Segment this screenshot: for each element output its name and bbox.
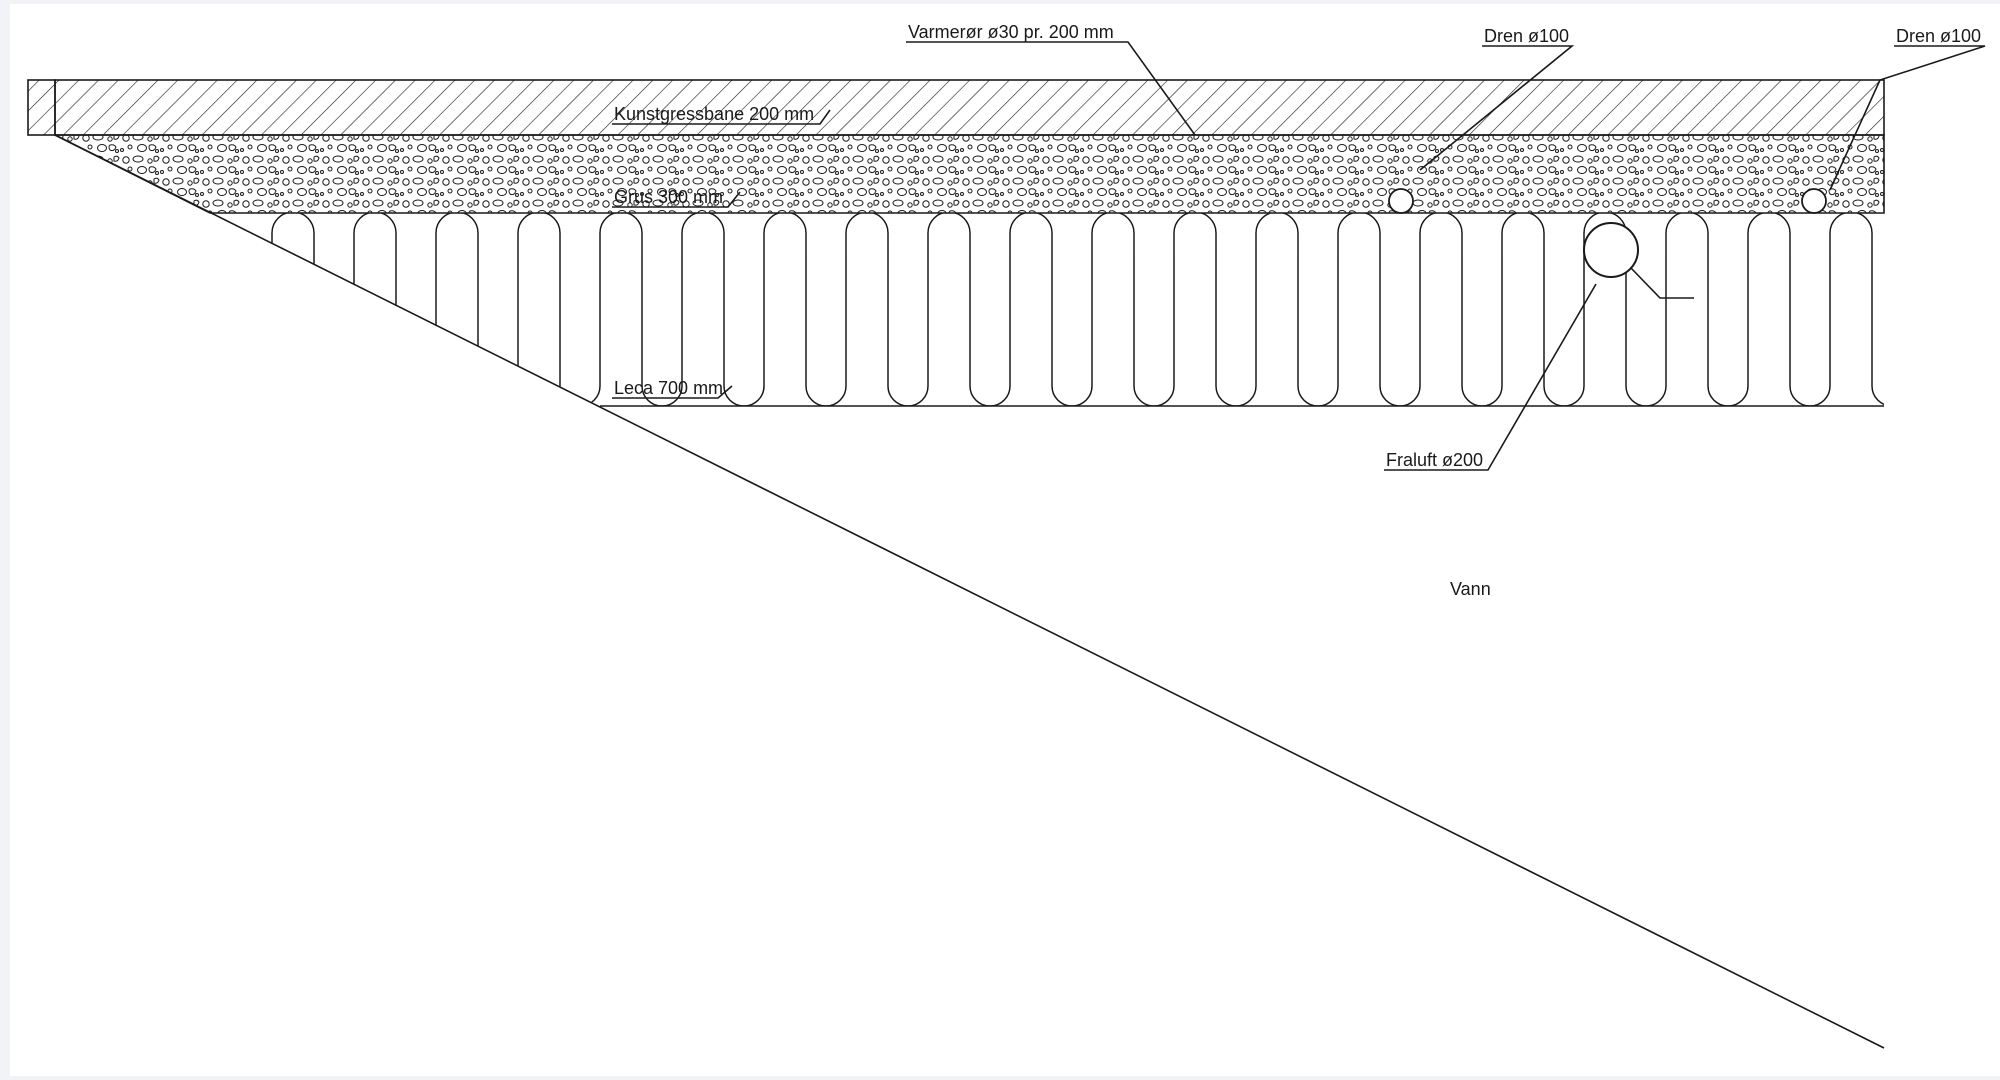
slope-line — [54, 134, 1885, 1049]
leader-lines — [612, 41, 1986, 471]
water-label: Vann — [1450, 579, 1491, 599]
drain-label-2: Dren ø100 — [1896, 26, 1981, 46]
gravel-layer — [54, 134, 1885, 214]
leca-label: Leca 700 mm — [614, 378, 723, 398]
exhaust-pipe-outlet — [1630, 267, 1694, 299]
drain-pipe-1 — [1388, 188, 1414, 214]
drain-label-1: Dren ø100 — [1484, 26, 1569, 46]
heating-pipe-loops — [231, 213, 1884, 406]
gravel-label: Grus 300 mm — [614, 187, 723, 207]
heating-pipe-serpentine — [231, 213, 1884, 406]
turf-layer — [54, 79, 1885, 136]
heating-pipe-label: Varmerør ø30 pr. 200 mm — [908, 22, 1114, 42]
turf-label: Kunstgressbane 200 mm — [614, 104, 814, 124]
exhaust-pipe — [1583, 222, 1639, 278]
exhaust-label: Fraluft ø200 — [1386, 450, 1483, 470]
edge-block — [27, 79, 56, 136]
drawing-viewport: Varmerør ø30 pr. 200 mm Dren ø100 Dren ø… — [10, 4, 2000, 1076]
drain-pipe-2 — [1801, 188, 1827, 214]
